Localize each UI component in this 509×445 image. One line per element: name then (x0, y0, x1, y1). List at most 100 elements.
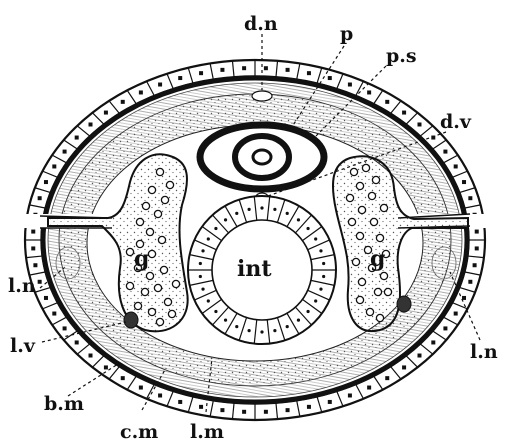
egg (372, 176, 379, 183)
proboscis-group (200, 125, 324, 189)
epidermis-nucleus (44, 296, 48, 300)
label-ps: p.s (386, 45, 417, 67)
egg (376, 234, 383, 241)
lateral-vessel-left (124, 312, 138, 328)
epidermis-nucleus (158, 83, 162, 87)
egg (356, 182, 363, 189)
egg (348, 218, 355, 225)
epidermis-nucleus (385, 100, 389, 104)
intestine-nucleus (297, 218, 300, 221)
epidermis-nucleus (63, 326, 67, 330)
epidermis-nucleus (454, 312, 458, 316)
egg (346, 194, 353, 201)
epidermis-nucleus (52, 312, 56, 316)
egg (358, 278, 365, 285)
egg (166, 181, 173, 188)
epidermis-nucleus (443, 150, 447, 154)
intestine-nucleus (322, 262, 325, 265)
intestine-nucleus (224, 319, 227, 322)
epidermis-nucleus (104, 111, 108, 115)
dorsal-nerve (252, 91, 272, 101)
epidermis-nucleus (468, 196, 472, 200)
intestine-nucleus (319, 249, 322, 252)
epidermis-nucleus (52, 164, 56, 168)
epidermis-nucleus (178, 400, 182, 404)
epidermis-nucleus (462, 180, 466, 184)
epidermis-nucleus (348, 83, 352, 87)
epidermis-nucleus (31, 246, 35, 250)
egg (358, 206, 365, 213)
egg (384, 288, 391, 295)
epidermis-nucleus (199, 71, 203, 75)
epidermis-nucleus (38, 196, 42, 200)
egg (368, 192, 375, 199)
epidermis-nucleus (367, 386, 371, 390)
egg (376, 314, 383, 321)
epidermis-nucleus (63, 150, 67, 154)
epidermis-nucleus (475, 246, 479, 250)
egg (142, 202, 149, 209)
intestine-nucleus (235, 212, 238, 215)
epidermis-nucleus (264, 66, 268, 70)
proboscis-lumen (253, 150, 271, 164)
intestine-nucleus (314, 299, 317, 302)
epidermis-nucleus (286, 408, 290, 412)
intestine-nucleus (201, 249, 204, 252)
epidermis-nucleus (475, 230, 479, 234)
intestine-nucleus (224, 218, 227, 221)
egg (350, 168, 357, 175)
intestine-nucleus (207, 299, 210, 302)
epidermis-nucleus (38, 280, 42, 284)
epidermis-nucleus (443, 326, 447, 330)
egg (366, 308, 373, 315)
egg (356, 296, 363, 303)
intestine-nucleus (297, 319, 300, 322)
intestine-nucleus (319, 288, 322, 291)
egg (160, 266, 167, 273)
label-dv: d.v (440, 111, 472, 133)
egg (168, 310, 175, 317)
epidermis-nucleus (402, 365, 406, 369)
egg (146, 228, 153, 235)
epidermis-nucleus (242, 410, 246, 414)
label-g-left: g (134, 246, 149, 272)
egg (126, 248, 133, 255)
epidermis-nucleus (454, 164, 458, 168)
epidermis-nucleus (178, 76, 182, 80)
label-lv: l.v (10, 335, 36, 357)
egg (148, 186, 155, 193)
egg (134, 302, 141, 309)
intestine-nucleus (306, 310, 309, 313)
epidermis-nucleus (139, 90, 143, 94)
egg (380, 272, 387, 279)
egg (161, 196, 168, 203)
egg (362, 164, 369, 171)
epidermis-nucleus (385, 376, 389, 380)
label-dn: d.n (244, 13, 278, 35)
egg (356, 232, 363, 239)
epidermis-nucleus (348, 393, 352, 397)
egg (370, 218, 377, 225)
egg (156, 168, 163, 175)
epidermis-nucleus (307, 71, 311, 75)
egg (148, 250, 155, 257)
intestine-nucleus (260, 330, 263, 333)
egg (126, 282, 133, 289)
egg (380, 204, 387, 211)
lateral-vessel-right (397, 296, 411, 312)
egg (148, 308, 155, 315)
label-ln-right: l.n (470, 341, 498, 363)
intestine-nucleus (260, 206, 263, 209)
epidermis-nucleus (220, 408, 224, 412)
intestine-nucleus (286, 212, 289, 215)
epidermis-nucleus (89, 122, 93, 126)
intestine-nucleus (286, 325, 289, 328)
label-g-right: g (370, 246, 385, 272)
epidermis-nucleus (468, 280, 472, 284)
epidermis-nucleus (417, 122, 421, 126)
egg (156, 318, 163, 325)
egg (352, 258, 359, 265)
intestine-nucleus (199, 275, 202, 278)
intestine-nucleus (314, 237, 317, 240)
